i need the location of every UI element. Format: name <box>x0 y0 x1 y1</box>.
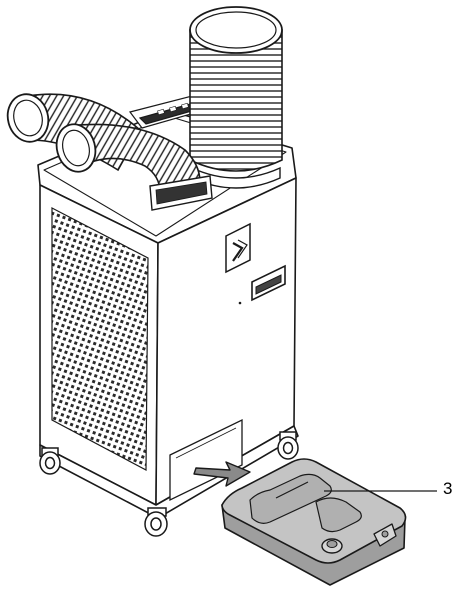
condensate-tank <box>221 458 407 586</box>
caster-wheels <box>39 431 299 537</box>
chevron-right-icon <box>225 222 251 274</box>
callout-number-3: 3 <box>443 479 453 498</box>
tank-cap <box>321 538 343 554</box>
tank-slot <box>169 418 243 502</box>
caster-rear-right <box>277 431 299 460</box>
caster-front-left <box>144 507 168 537</box>
carry-handle <box>251 264 286 302</box>
insert-direction-arrow <box>193 461 251 487</box>
cold-air-hose-front <box>55 123 213 211</box>
caster-rear-left <box>39 447 61 475</box>
air-intake-grille <box>51 207 149 471</box>
screw-dot <box>238 301 242 305</box>
tank-clip <box>373 523 397 547</box>
tank-top <box>221 458 407 564</box>
unit-base <box>39 425 299 519</box>
exhaust-hose-vertical <box>189 6 283 189</box>
